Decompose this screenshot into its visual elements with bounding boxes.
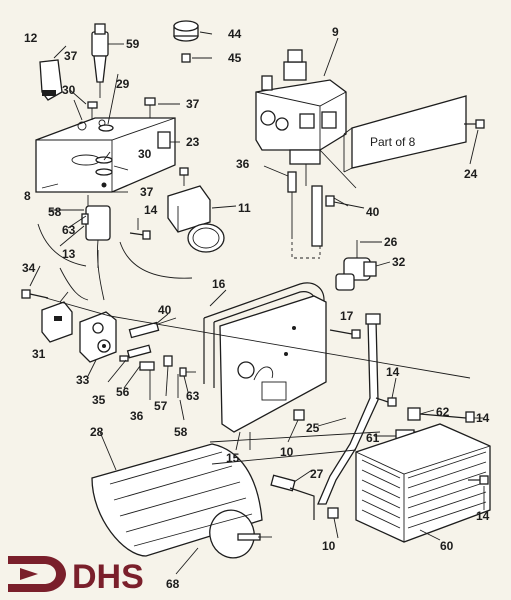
electrode-assembly: [119, 167, 225, 279]
screw-14c: [419, 411, 475, 423]
label-16: 16: [212, 277, 226, 291]
label-40-right: 40: [366, 205, 380, 219]
label-35: 35: [92, 393, 106, 407]
piezo-igniter: [91, 23, 109, 98]
burner-tube: [91, 443, 272, 559]
screw-24: [464, 119, 485, 129]
label-58-top: 58: [48, 205, 62, 219]
label-36-bottom: 36: [130, 409, 144, 423]
spark-generator: [37, 195, 111, 301]
screw-14d: [468, 475, 489, 485]
label-29: 29: [116, 77, 130, 91]
dhs-logo: DHS: [8, 556, 144, 596]
combustion-back-plate: [219, 295, 327, 433]
connector-27: [270, 474, 315, 520]
panel-callout: Part of 8: [370, 135, 416, 149]
water-container: [355, 423, 491, 543]
label-12: 12: [24, 31, 38, 45]
label-32: 32: [392, 255, 406, 269]
label-23: 23: [186, 135, 200, 149]
label-63-bottom: 63: [186, 389, 200, 403]
label-44: 44: [228, 27, 242, 41]
label-56: 56: [116, 385, 130, 399]
elbow-fitting: [335, 240, 377, 291]
label-59: 59: [126, 37, 140, 51]
label-10-mid: 10: [280, 445, 294, 459]
label-11: 11: [238, 201, 251, 215]
label-37-top: 37: [64, 49, 78, 63]
nut-10b: [327, 507, 339, 519]
label-40-left: 40: [158, 303, 172, 317]
label-14-mid: 14: [386, 365, 400, 379]
label-17: 17: [340, 309, 354, 323]
screw-17: [329, 329, 361, 339]
label-68: 68: [166, 577, 180, 591]
label-36-top: 36: [236, 157, 250, 171]
label-62: 62: [436, 405, 450, 419]
label-9: 9: [332, 25, 339, 39]
screw-14b: [375, 397, 397, 407]
label-28: 28: [90, 425, 104, 439]
label-30-mid: 30: [138, 147, 152, 161]
mounting-bracket: [41, 291, 73, 343]
pilot-tubes: [287, 171, 349, 247]
control-knob: [173, 20, 199, 63]
part-labels: 12 37 59 44 45 9 29 30 37 23 30 8 58 37 …: [22, 25, 490, 591]
label-37-mid: 37: [140, 185, 154, 199]
label-8: 8: [24, 189, 31, 203]
label-14-bottom: 14: [476, 509, 490, 523]
label-26: 26: [384, 235, 398, 249]
seal-pad: [39, 59, 63, 101]
label-14-left: 14: [144, 203, 158, 217]
screw-37b: [144, 97, 156, 118]
label-14-right: 14: [476, 411, 490, 425]
label-37-right: 37: [186, 97, 200, 111]
gas-control-valve: [255, 49, 347, 186]
label-33: 33: [76, 373, 90, 387]
guide-lines: [29, 31, 485, 575]
screw-14a: [129, 230, 151, 240]
gas-supply-pipe: [317, 313, 381, 505]
screw-34: [21, 289, 49, 299]
label-15: 15: [226, 451, 240, 465]
label-57: 57: [154, 399, 168, 413]
burner-head-plate: [79, 311, 117, 363]
logo-text: DHS: [72, 558, 144, 596]
label-61: 61: [366, 431, 380, 445]
label-30-top: 30: [62, 83, 76, 97]
label-25: 25: [306, 421, 320, 435]
logo-mark-icon: [8, 556, 66, 592]
label-31: 31: [32, 347, 46, 361]
nut-10a: [293, 409, 305, 421]
label-13: 13: [62, 247, 76, 261]
label-34: 34: [22, 261, 36, 275]
label-24: 24: [464, 167, 478, 181]
mounting-panel: Part of 8: [343, 95, 467, 173]
screw-37a: [87, 101, 98, 120]
label-60: 60: [440, 539, 454, 553]
label-27: 27: [310, 467, 324, 481]
washer-stack: [95, 124, 114, 188]
label-10-bottom: 10: [322, 539, 336, 553]
label-63-top: 63: [62, 223, 76, 237]
clip-62: [407, 407, 421, 421]
label-58-bottom: 58: [174, 425, 188, 439]
pilot-fittings: [119, 317, 196, 398]
label-45: 45: [228, 51, 242, 65]
